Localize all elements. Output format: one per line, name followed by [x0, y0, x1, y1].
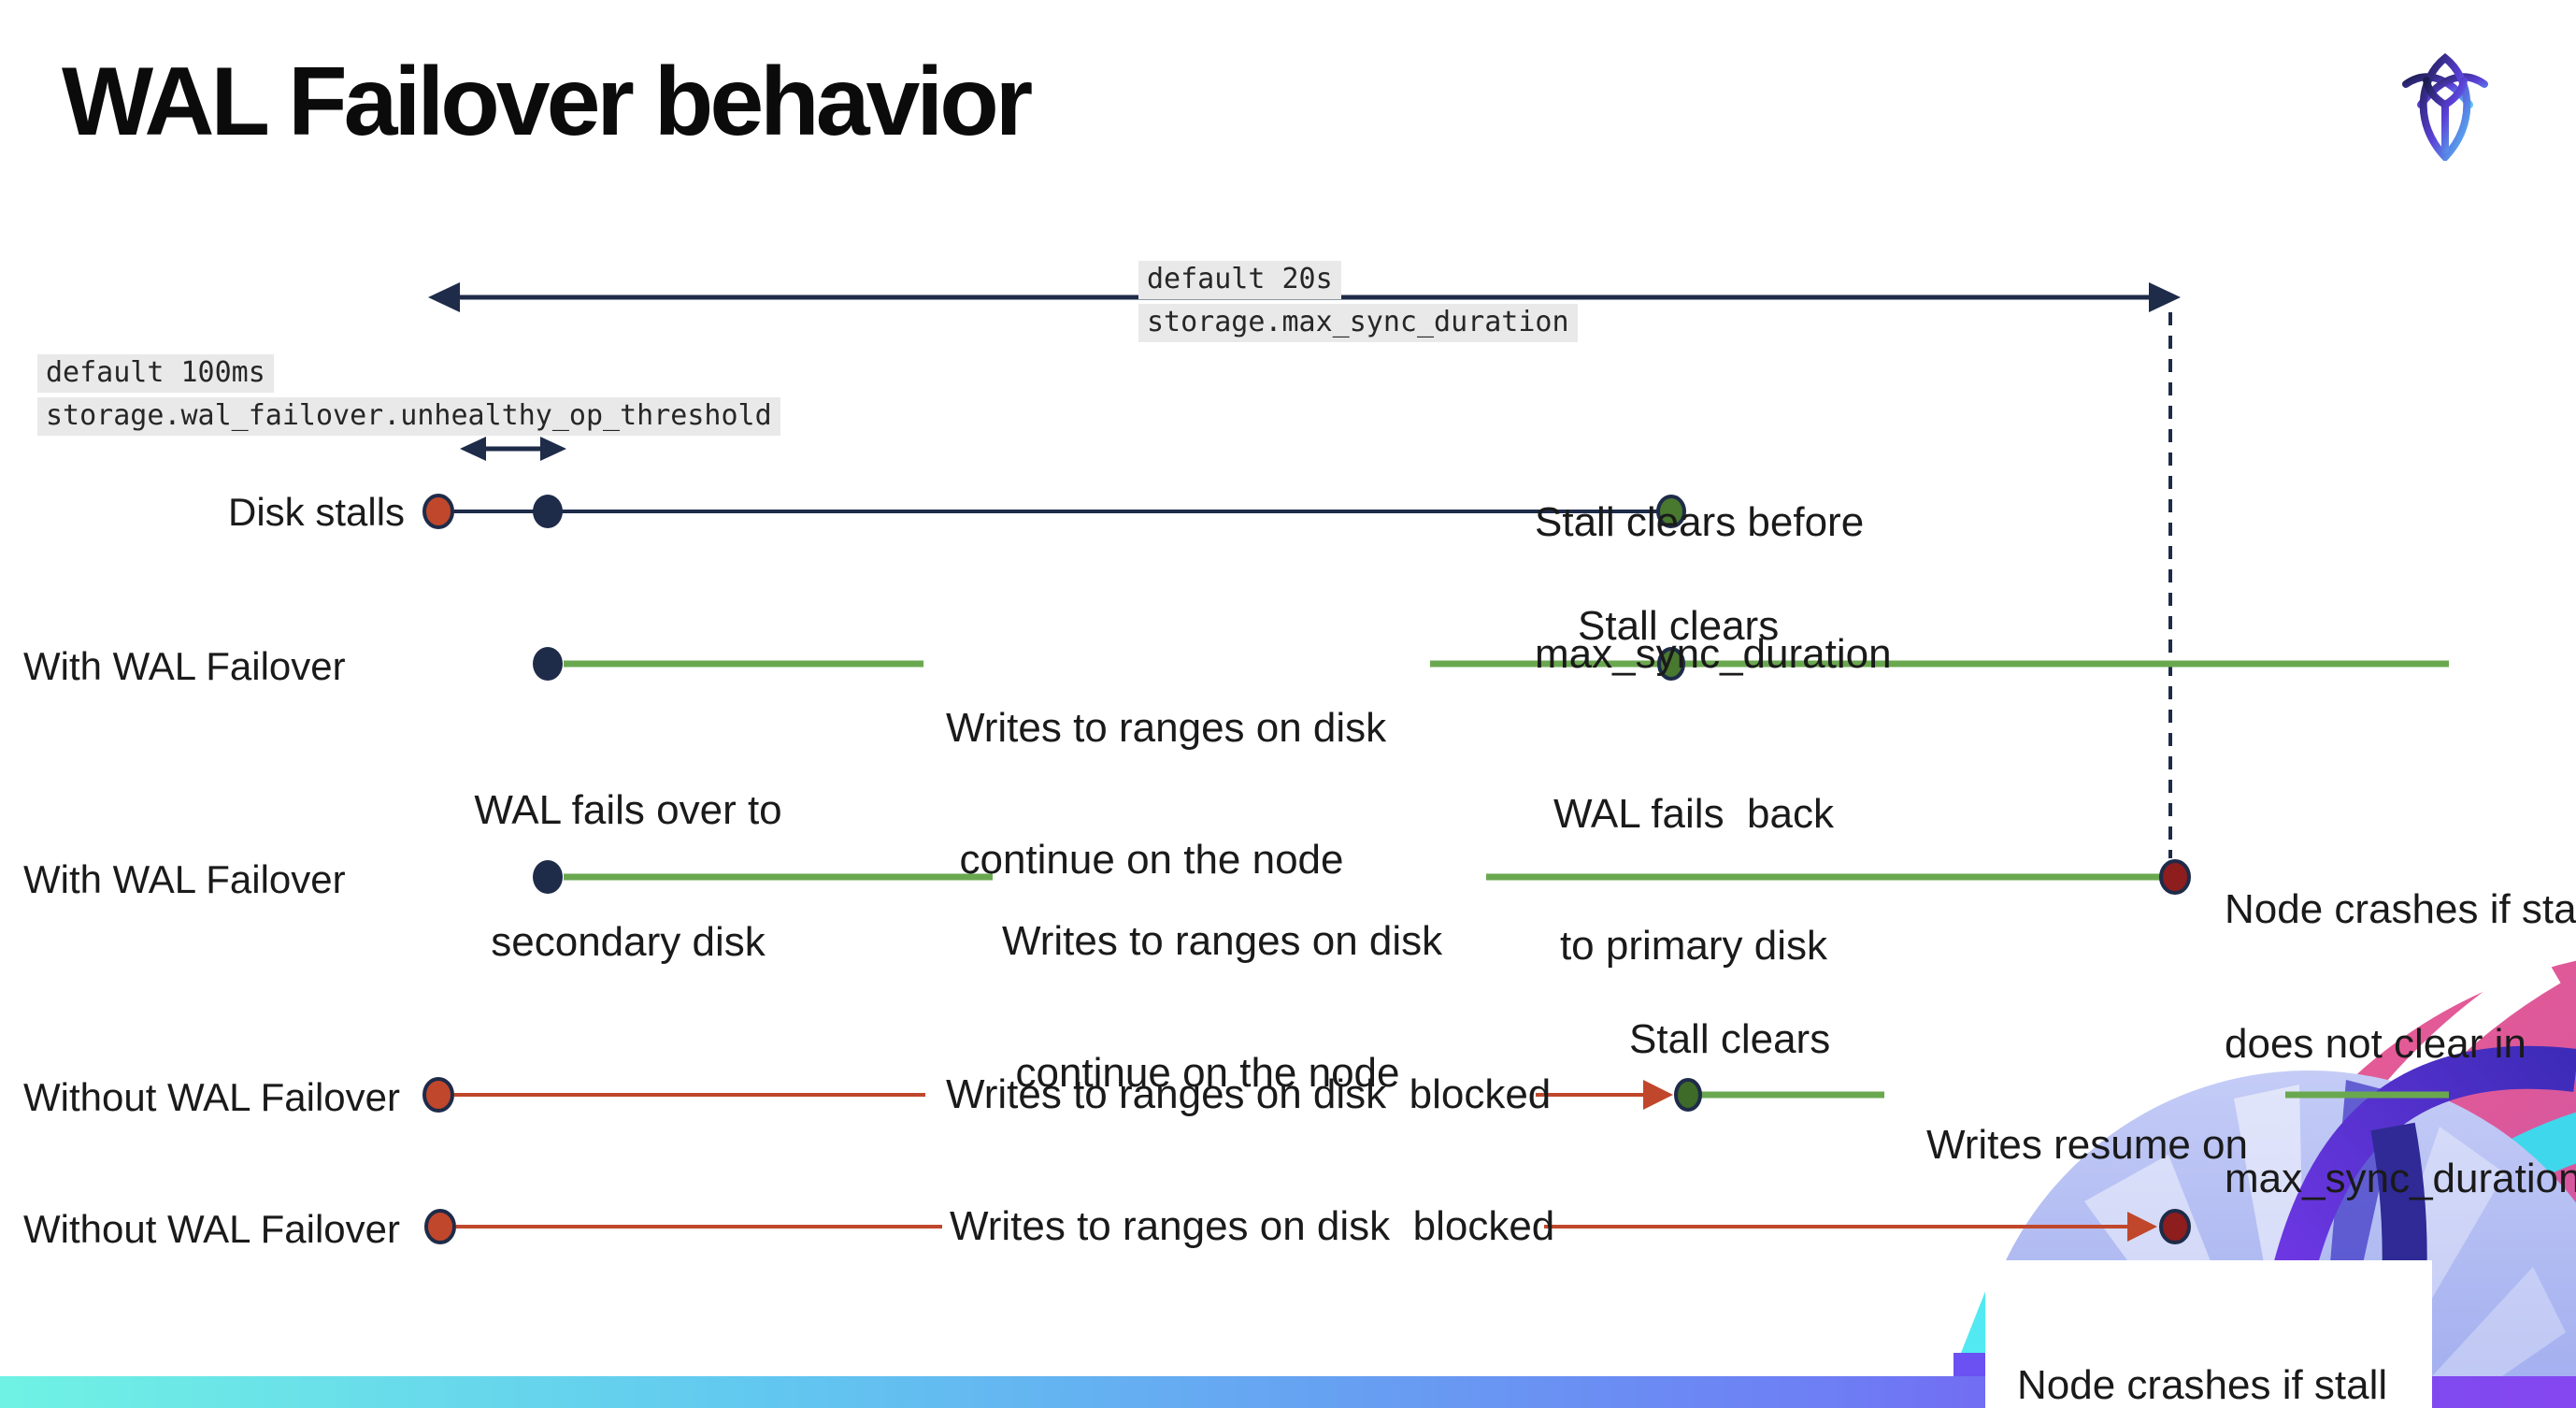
row1-stall-clears-note: Stall clears before max_sync_duration: [1535, 412, 1892, 764]
row3-crash-dot: [2159, 859, 2191, 895]
unhealthy-op-arrowhead-left: [460, 437, 486, 461]
row5-node-crashes-note: Node crashes if stall does not clear in …: [2017, 1275, 2387, 1408]
art-wedge-4: [2402, 1267, 2566, 1408]
row5-red-arrowhead: [2127, 1212, 2157, 1242]
row3-writes-continue-line2: continue on the node: [1015, 1050, 1400, 1096]
row1-stall-start-dot: [422, 494, 454, 529]
row2-wal-fails-over-note: WAL fails over to secondary disk: [441, 700, 815, 1052]
max-sync-arrowhead-right: [2149, 282, 2181, 312]
row5-writes-blocked-note: Writes to ranges on disk blocked: [950, 1203, 1555, 1249]
row3-node-crashes-line1: Node crashes if stall: [2225, 886, 2576, 932]
row3-node-crashes-line3: max_sync_duration: [2225, 1156, 2576, 1201]
row2-wal-fails-back-line2: to primary disk: [1559, 923, 1828, 969]
row2-writes-continue-line2: continue on the node: [959, 837, 1344, 883]
row1-stall-clears-note-line2: max_sync_duration: [1535, 631, 1892, 677]
row4-stall-clears-label: Stall clears: [1629, 1016, 1831, 1062]
row2-wal-fails-back-note: WAL fails back to primary disk: [1507, 704, 1881, 1056]
row2-wal-fails-back-line1: WAL fails back: [1553, 791, 1834, 837]
row3-node-crashes-note: Node crashes if stall does not clear in …: [2225, 797, 2576, 1291]
row4-label: Without WAL Failover: [23, 1075, 400, 1119]
row2-writes-continue-note: Writes to ranges on disk continue on the…: [946, 618, 1387, 970]
row2-label: With WAL Failover: [23, 644, 346, 688]
row1-failover-threshold-dot: [533, 495, 563, 528]
unhealthy-op-config-label: default 100ms storage.wal_failover.unhea…: [37, 354, 780, 436]
unhealthy-op-arrowhead-right: [540, 437, 566, 461]
max-sync-config-label: default 20s storage.max_sync_duration: [1138, 261, 1578, 342]
row2-stall-clears-label: Stall clears: [1578, 603, 1780, 649]
row4-red-arrowhead: [1643, 1080, 1673, 1110]
row4-stall-clears-dot: [1674, 1078, 1702, 1112]
row2-wal-fails-over-line1: WAL fails over to: [474, 787, 782, 833]
max-sync-default-value: default 20s: [1138, 261, 1341, 299]
row3-label: With WAL Failover: [23, 857, 346, 901]
row1-stall-clears-dot: [1656, 495, 1686, 528]
row5-node-crashes-callout: Node crashes if stall does not clear in …: [1985, 1260, 2432, 1408]
unhealthy-op-default-value: default 100ms: [37, 354, 274, 393]
row2-stall-clears-dot: [1657, 647, 1685, 681]
row4-writes-resume-line1: Writes resume on: [1926, 1122, 2248, 1168]
row3-failover-dot: [533, 860, 563, 894]
row5-stall-start-dot: [424, 1209, 456, 1244]
row4-stall-start-dot: [422, 1077, 454, 1113]
max-sync-setting-name: storage.max_sync_duration: [1138, 304, 1578, 342]
row1-label: Disk stalls: [228, 490, 406, 534]
page-title: WAL Failover behavior: [62, 48, 1033, 156]
row5-node-crashes-line1: Node crashes if stall: [2017, 1362, 2388, 1408]
row3-node-crashes-line2: does not clear in: [2225, 1021, 2526, 1067]
row5-crash-dot: [2159, 1209, 2191, 1244]
row4-writes-blocked-note: Writes to ranges on disk blocked: [946, 1071, 1552, 1117]
row2-failover-dot: [533, 647, 563, 681]
row3-writes-continue-line1: Writes to ranges on disk: [1002, 918, 1443, 964]
row2-wal-fails-over-line2: secondary disk: [491, 919, 766, 965]
row2-writes-continue-line1: Writes to ranges on disk: [946, 705, 1387, 751]
row3-writes-continue-note: Writes to ranges on disk continue on the…: [1002, 831, 1443, 1183]
cockroachdb-logo-icon: [2402, 52, 2488, 161]
unhealthy-op-setting-name: storage.wal_failover.unhealthy_op_thresh…: [37, 397, 780, 436]
max-sync-arrowhead-left: [428, 282, 460, 312]
row5-label: Without WAL Failover: [23, 1207, 400, 1251]
row1-stall-clears-note-line1: Stall clears before: [1535, 499, 1865, 545]
